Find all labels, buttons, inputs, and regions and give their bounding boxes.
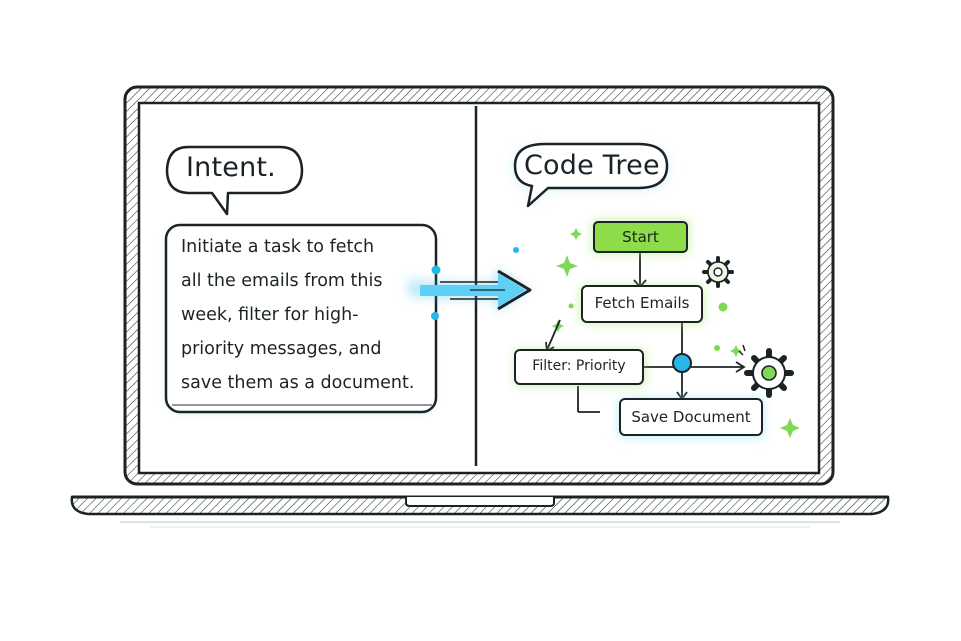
laptop-base: [72, 497, 888, 527]
fetch-emails-node-label: Fetch Emails: [582, 294, 702, 312]
save-document-node-label: Save Document: [620, 408, 762, 426]
junction-node: [673, 354, 691, 372]
intent-line: week, filter for high-: [181, 305, 358, 325]
start-node-label: Start: [594, 228, 687, 246]
code-tree-title: Code Tree: [524, 150, 660, 181]
filter-priority-node-label: Filter: Priority: [515, 358, 643, 374]
intent-title: Intent.: [186, 152, 276, 183]
intent-line: all the emails from this: [181, 271, 382, 291]
intent-line: save them as a document.: [181, 373, 414, 393]
intent-line: priority messages, and: [181, 339, 382, 359]
intent-line: Initiate a task to fetch: [181, 237, 374, 257]
gear-icon: [704, 258, 732, 286]
